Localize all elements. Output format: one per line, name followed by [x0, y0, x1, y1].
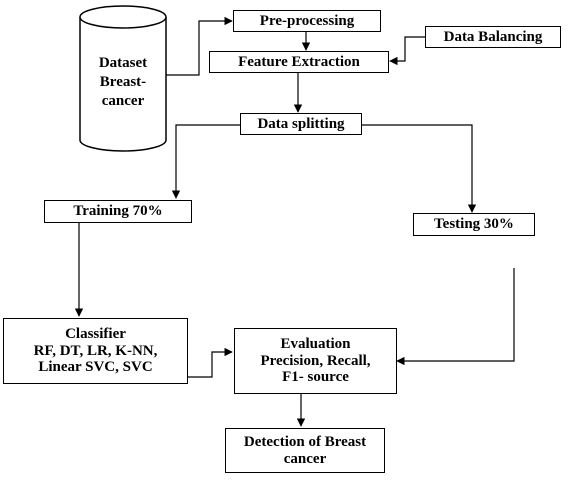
- classifier-box: Classifier RF, DT, LR, K-NN, Linear SVC,…: [3, 318, 188, 384]
- detection-line1: Detection of Breast: [243, 433, 367, 450]
- classifier-models-line1: RF, DT, LR, K-NN,: [33, 342, 158, 359]
- classifier-models-line2: Linear SVC, SVC: [38, 359, 153, 376]
- feature-extraction-label: Feature Extraction: [238, 53, 360, 70]
- training-label: Training 70%: [73, 203, 163, 220]
- detection-box: Detection of Breast cancer: [225, 428, 385, 473]
- arrow-splitting-to-training: [171, 124, 240, 199]
- evaluation-title: Evaluation: [280, 335, 351, 352]
- arrow-splitting-to-testing: [362, 124, 477, 213]
- evaluation-metrics-line1: Precision, Recall,: [260, 352, 371, 369]
- evaluation-metrics-line2: F1- source: [282, 369, 349, 386]
- arrow-dataset-to-preprocessing: [166, 16, 233, 76]
- preprocessing-box: Pre-processing: [233, 10, 381, 32]
- data-splitting-box: Data splitting: [240, 113, 362, 135]
- data-balancing-box: Data Balancing: [425, 26, 561, 48]
- dataset-label-line2: Breast-: [99, 74, 147, 91]
- preprocessing-label: Pre-processing: [259, 12, 355, 29]
- evaluation-box: Evaluation Precision, Recall, F1- source: [234, 328, 397, 394]
- dataset-label-line1: Dataset: [98, 55, 148, 71]
- feature-extraction-box: Feature Extraction: [209, 51, 389, 73]
- classifier-title: Classifier: [65, 325, 126, 342]
- dataset-cylinder: [79, 5, 167, 152]
- testing-box: Testing 30%: [413, 213, 535, 236]
- dataset-label-line3: cancer: [101, 93, 145, 110]
- arrow-balancing-to-feature: [389, 36, 425, 66]
- arrow-classifier-to-evaluation: [188, 347, 233, 378]
- data-balancing-label: Data Balancing: [443, 28, 543, 45]
- arrow-testing-to-evaluation: [396, 268, 515, 366]
- testing-label: Testing 30%: [434, 216, 514, 233]
- dataset-label: Dataset Breast- cancer: [80, 54, 166, 112]
- training-box: Training 70%: [44, 200, 192, 223]
- data-splitting-label: Data splitting: [257, 115, 345, 132]
- detection-line2: cancer: [283, 450, 327, 467]
